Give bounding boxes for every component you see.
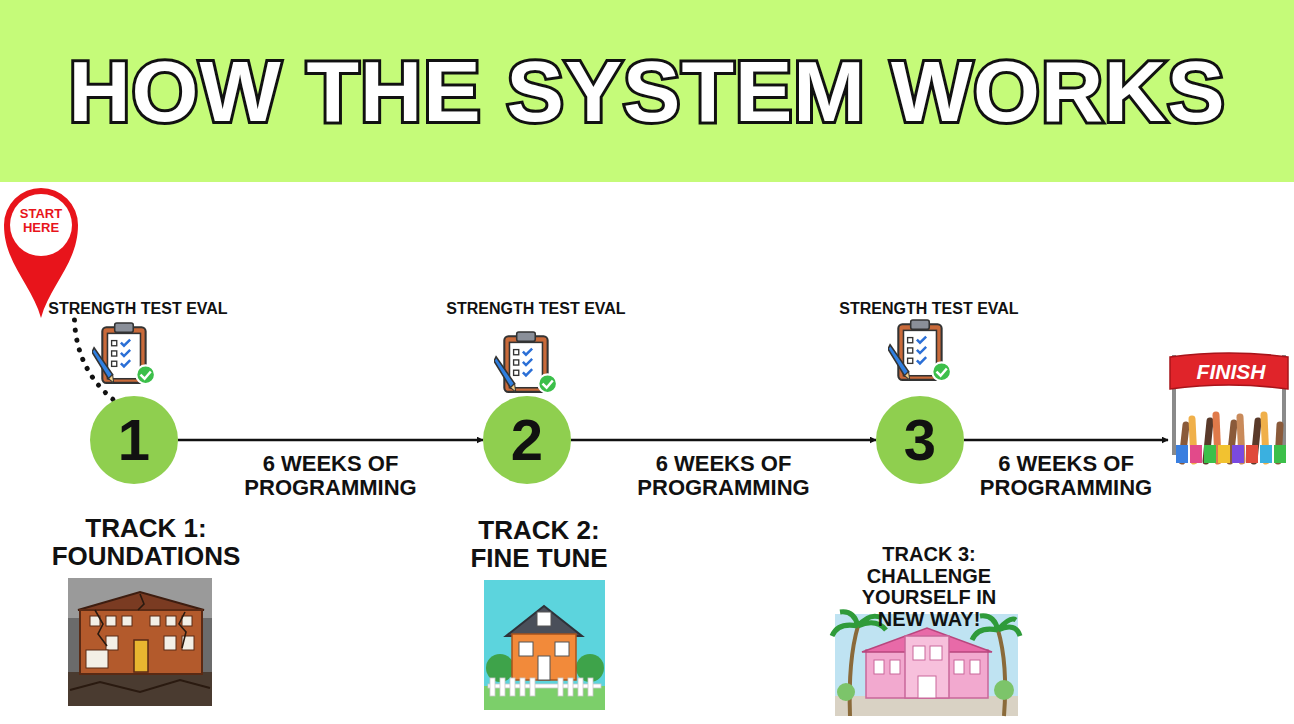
eval-label: STRENGTH TEST EVAL <box>829 300 1029 317</box>
eval-label: STRENGTH TEST EVAL <box>436 300 636 317</box>
dotted-path <box>74 320 114 401</box>
duration-label: 6 WEEKS OF PROGRAMMING <box>622 452 826 500</box>
track-label: TRACK 2: FINE TUNE <box>454 516 624 572</box>
arrow <box>178 439 483 442</box>
arrow <box>964 439 1168 442</box>
track-label: TRACK 3: CHALLENGE YOURSELF IN NEW WAY! <box>854 544 1004 630</box>
track-label: TRACK 1: FOUNDATIONS <box>31 514 261 570</box>
arrow <box>571 439 876 442</box>
duration-label: 6 WEEKS OF PROGRAMMING <box>229 452 433 500</box>
map-pin-shape <box>2 185 80 320</box>
step-circle: 1 <box>90 396 178 484</box>
duration-label: 6 WEEKS OF PROGRAMMING <box>964 452 1168 500</box>
step-number: 1 <box>118 411 150 469</box>
finish-banner: FINISH <box>1168 345 1290 463</box>
eval-label: STRENGTH TEST EVAL <box>38 300 238 317</box>
step-number: 2 <box>511 411 543 469</box>
step-circle: 2 <box>483 396 571 484</box>
start-pin: START HERE <box>2 185 80 320</box>
page-title: HOW THE SYSTEM WORKS <box>0 0 1294 182</box>
step-circle: 3 <box>876 396 964 484</box>
finish-label: FINISH <box>1176 361 1286 383</box>
start-label: START HERE <box>14 207 68 235</box>
step-number: 3 <box>904 411 936 469</box>
